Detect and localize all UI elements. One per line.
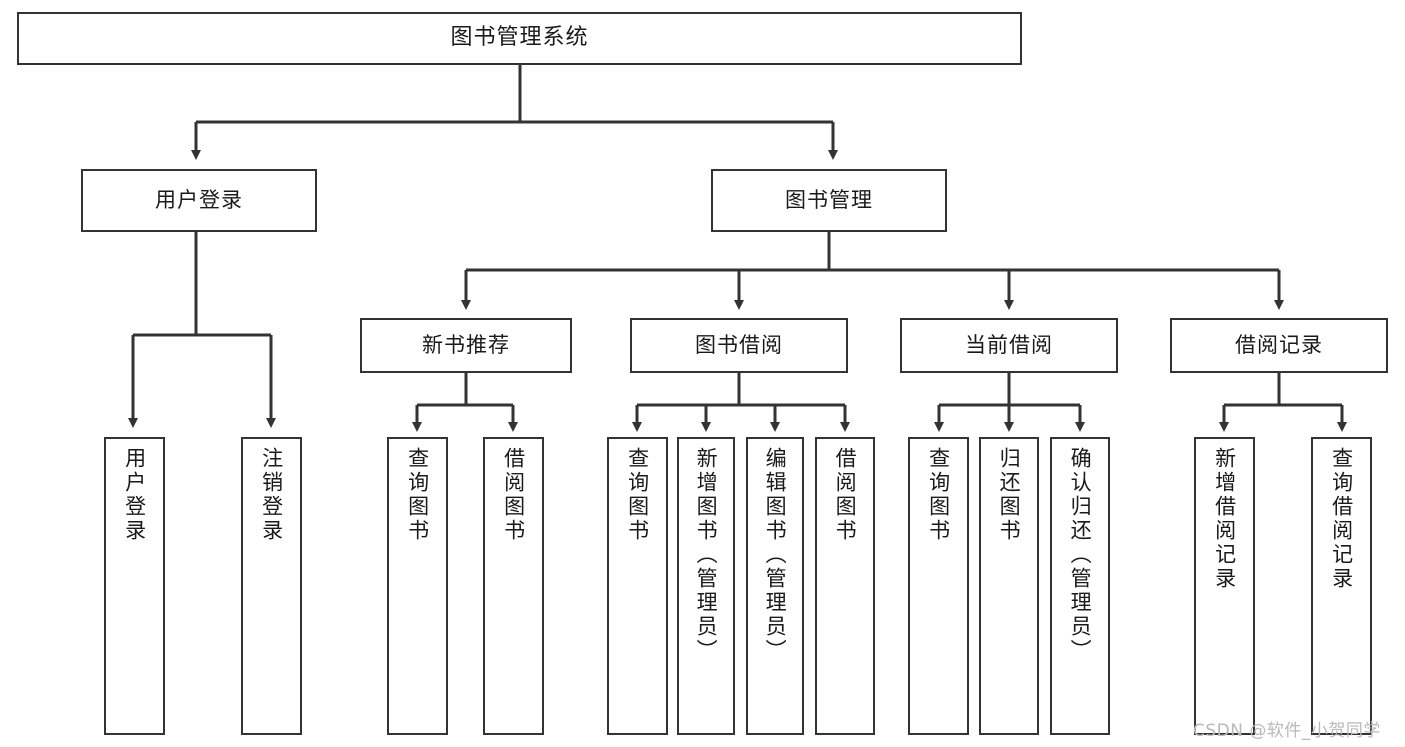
leaf-edit-book-admin[interactable]: 编辑图书（管理员） xyxy=(746,437,804,735)
node-label: 借阅图书 xyxy=(833,447,858,543)
leaf-add-book-admin[interactable]: 新增图书（管理员） xyxy=(677,437,735,735)
leaf-return-books[interactable]: 归还图书 xyxy=(979,437,1039,735)
leaf-query-books-current[interactable]: 查询图书 xyxy=(908,437,969,735)
node-current-borrow[interactable]: 当前借阅 xyxy=(900,318,1118,373)
node-label: 图书管理系统 xyxy=(450,25,589,51)
node-book-management[interactable]: 图书管理 xyxy=(711,169,947,232)
node-label: 借阅记录 xyxy=(1235,332,1323,357)
node-label: 图书管理 xyxy=(785,187,873,212)
leaf-borrow-books-recommend[interactable]: 借阅图书 xyxy=(483,437,544,735)
node-label: 注销登录 xyxy=(259,447,284,543)
leaf-user-login[interactable]: 用户登录 xyxy=(104,437,165,735)
leaf-query-books-borrow[interactable]: 查询图书 xyxy=(607,437,668,735)
node-label: 归还图书 xyxy=(997,447,1022,543)
node-user-login[interactable]: 用户登录 xyxy=(81,169,317,232)
node-label: 查询借阅记录 xyxy=(1329,447,1354,591)
node-label: 查询图书 xyxy=(926,447,951,543)
node-label: 图书借阅 xyxy=(695,332,783,357)
node-label: 查询图书 xyxy=(405,447,430,543)
leaf-add-borrow-record[interactable]: 新增借阅记录 xyxy=(1194,437,1255,735)
node-label: 编辑图书（管理员） xyxy=(763,447,788,663)
leaf-borrow-books[interactable]: 借阅图书 xyxy=(815,437,875,735)
node-borrow-records[interactable]: 借阅记录 xyxy=(1170,318,1388,373)
csdn-watermark: CSDN @软件_小贺同学 xyxy=(1193,721,1381,741)
leaf-logout[interactable]: 注销登录 xyxy=(241,437,302,735)
node-label: 新书推荐 xyxy=(422,332,510,357)
node-label: 新增借阅记录 xyxy=(1212,447,1237,591)
node-new-book-recommend[interactable]: 新书推荐 xyxy=(360,318,572,373)
node-label: 用户登录 xyxy=(122,447,147,543)
node-book-borrow[interactable]: 图书借阅 xyxy=(630,318,848,373)
node-label: 查询图书 xyxy=(625,447,650,543)
node-root-system[interactable]: 图书管理系统 xyxy=(17,12,1022,65)
leaf-query-borrow-record[interactable]: 查询借阅记录 xyxy=(1311,437,1372,735)
node-label: 借阅图书 xyxy=(501,447,526,543)
node-label: 确认归还（管理员） xyxy=(1068,447,1093,663)
node-label: 用户登录 xyxy=(155,187,243,212)
leaf-confirm-return-admin[interactable]: 确认归还（管理员） xyxy=(1050,437,1110,735)
node-label: 新增图书（管理员） xyxy=(694,447,719,663)
leaf-query-books-recommend[interactable]: 查询图书 xyxy=(387,437,448,735)
node-label: 当前借阅 xyxy=(965,332,1053,357)
